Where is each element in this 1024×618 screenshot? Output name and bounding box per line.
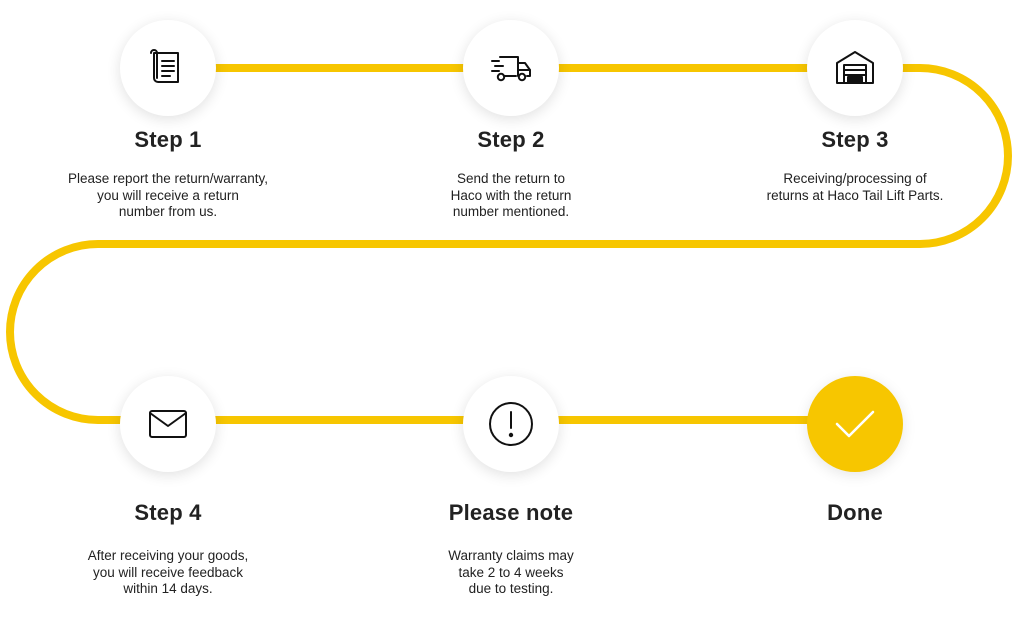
step-3-description: Receiving/processing of returns at Haco …	[766, 171, 944, 203]
done-title: Done	[827, 500, 883, 525]
step-2-title: Step 2	[477, 127, 545, 152]
exclamation-circle-icon	[487, 400, 535, 448]
step-2-description: Send the return to Haco with the return …	[450, 171, 572, 219]
warehouse-icon	[834, 48, 876, 88]
done-node	[807, 376, 903, 472]
step-4-description: After receiving your goods, you will rec…	[87, 548, 249, 596]
step-1-description: Please report the return/warranty, you w…	[67, 171, 269, 219]
step-4-title: Step 4	[134, 500, 202, 525]
please-note-node	[463, 376, 559, 472]
step-2-node	[463, 20, 559, 116]
track-line	[6, 64, 1012, 424]
step-1-node	[120, 20, 216, 116]
envelope-icon	[147, 406, 189, 442]
checkmark-icon	[833, 407, 877, 441]
step-4-node	[120, 376, 216, 472]
please-note-title: Please note	[448, 500, 574, 525]
step-3-node	[807, 20, 903, 116]
please-note-description: Warranty claims may take 2 to 4 weeks du…	[448, 548, 574, 596]
document-icon	[148, 48, 188, 88]
delivery-truck-icon	[490, 48, 532, 88]
step-1-title: Step 1	[134, 127, 202, 152]
step-3-title: Step 3	[821, 127, 889, 152]
